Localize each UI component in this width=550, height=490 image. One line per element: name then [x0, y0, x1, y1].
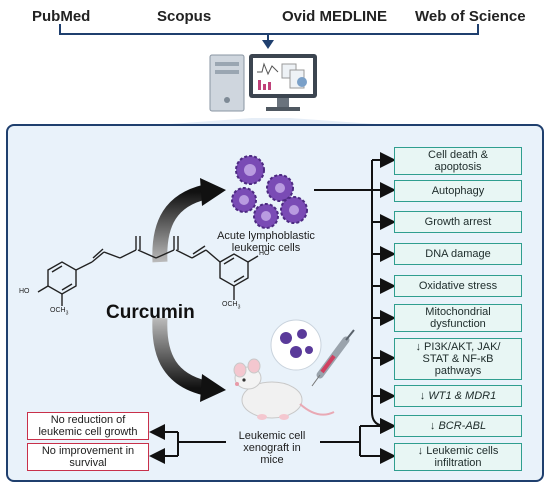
- outcome-wt1-mdr1: ↓ WT1 & MDR1: [394, 385, 522, 407]
- database-scopus: Scopus: [157, 8, 212, 25]
- injected-cells-bubble: [270, 319, 322, 371]
- leukemic-cells-graphic: [231, 155, 308, 229]
- syringe-icon: [311, 329, 355, 387]
- mouse-icon: [233, 358, 335, 420]
- down-arrow-icon: [262, 40, 274, 49]
- molecule-label-ho-right: HO: [259, 250, 270, 257]
- outcome-oxidative-stress: Oxidative stress: [394, 275, 522, 297]
- arrow-to-mice: [152, 317, 208, 396]
- arrow-to-mice-head: [200, 374, 226, 402]
- molecule-label-och3-right: OCH3: [222, 301, 241, 311]
- outcome-cell-death: Cell death &apoptosis: [394, 147, 522, 175]
- database-pubmed: PubMed: [32, 8, 91, 25]
- molecule-label-och3-left: OCH3: [50, 307, 69, 317]
- outcome-bcr-abl: ↓ BCR-ABL: [394, 415, 522, 437]
- outcome-autophagy: Autophagy: [394, 180, 522, 202]
- arrow-to-cells-head: [200, 178, 226, 206]
- computer-icon: [209, 54, 317, 112]
- database-web-of-science: Web of Science: [415, 8, 526, 25]
- outcome-growth-arrest: Growth arrest: [394, 211, 522, 233]
- arrow-to-cells: [152, 184, 208, 263]
- outcome-dna-damage: DNA damage: [394, 243, 522, 265]
- curcumin-label: Curcumin: [106, 302, 195, 323]
- database-ovid-medline: Ovid MEDLINE: [282, 8, 388, 25]
- molecule-label-ho: HO: [19, 288, 30, 295]
- curcumin-structure: [37, 236, 259, 306]
